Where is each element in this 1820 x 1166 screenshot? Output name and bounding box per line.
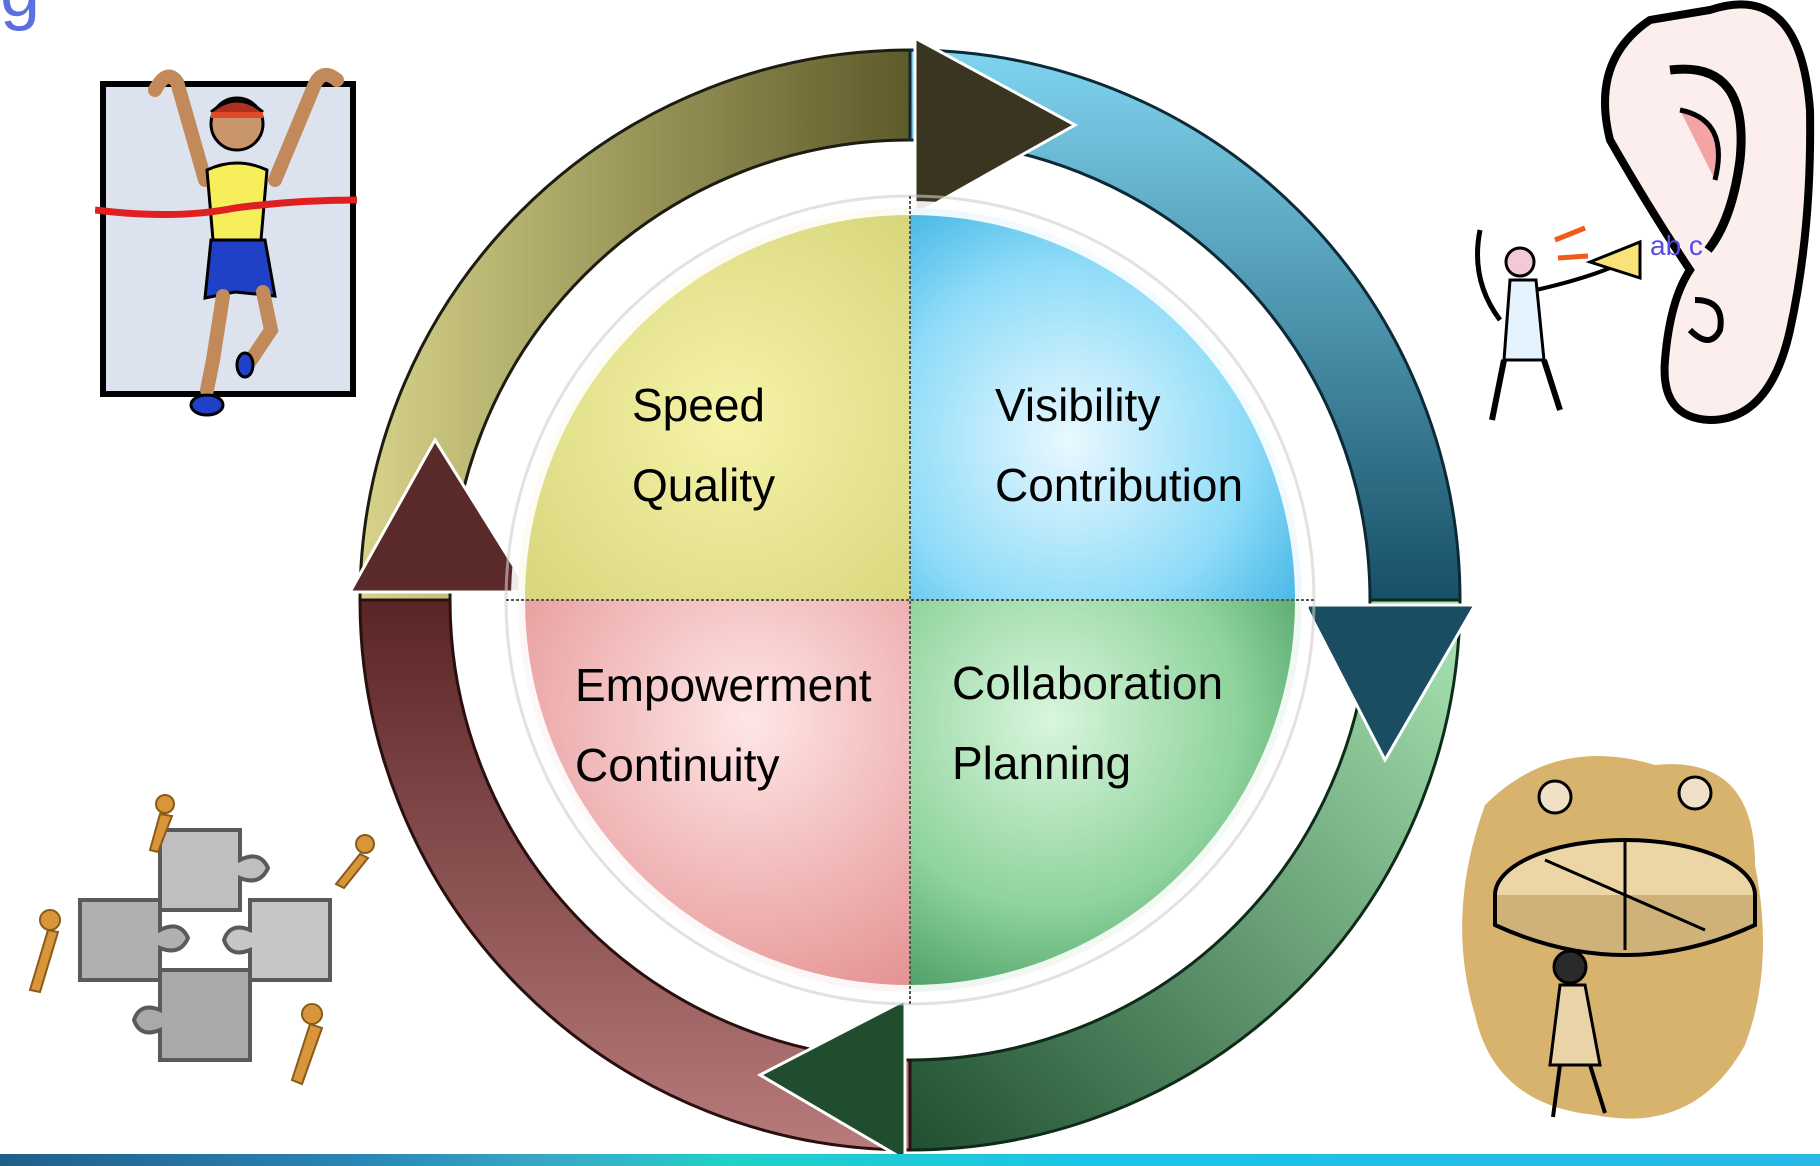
puzzle-team-icon (28, 794, 375, 1086)
label-collaboration: Collaboration (952, 657, 1224, 709)
arrowhead-bottom (756, 997, 907, 1163)
footer-bar (0, 1154, 1820, 1166)
arrowhead-right (1302, 603, 1478, 764)
label-speed: Speed (632, 379, 766, 431)
svg-text:ab c: ab c (1650, 230, 1703, 261)
label-empowerment: Empowerment (575, 659, 872, 711)
ear-megaphone-icon: ab c (1475, 0, 1815, 425)
label-quality: Quality (632, 459, 776, 511)
arrowhead-left (347, 437, 533, 594)
slide-title-fragment: g (0, 0, 40, 28)
label-visibility: Visibility (995, 379, 1161, 431)
label-continuity: Continuity (575, 739, 780, 791)
label-planning: Planning (952, 737, 1132, 789)
label-contribution: Contribution (995, 459, 1244, 511)
runner-icon (95, 67, 358, 417)
arrowhead-top (913, 35, 1079, 218)
round-table-meeting-icon (1462, 756, 1763, 1119)
